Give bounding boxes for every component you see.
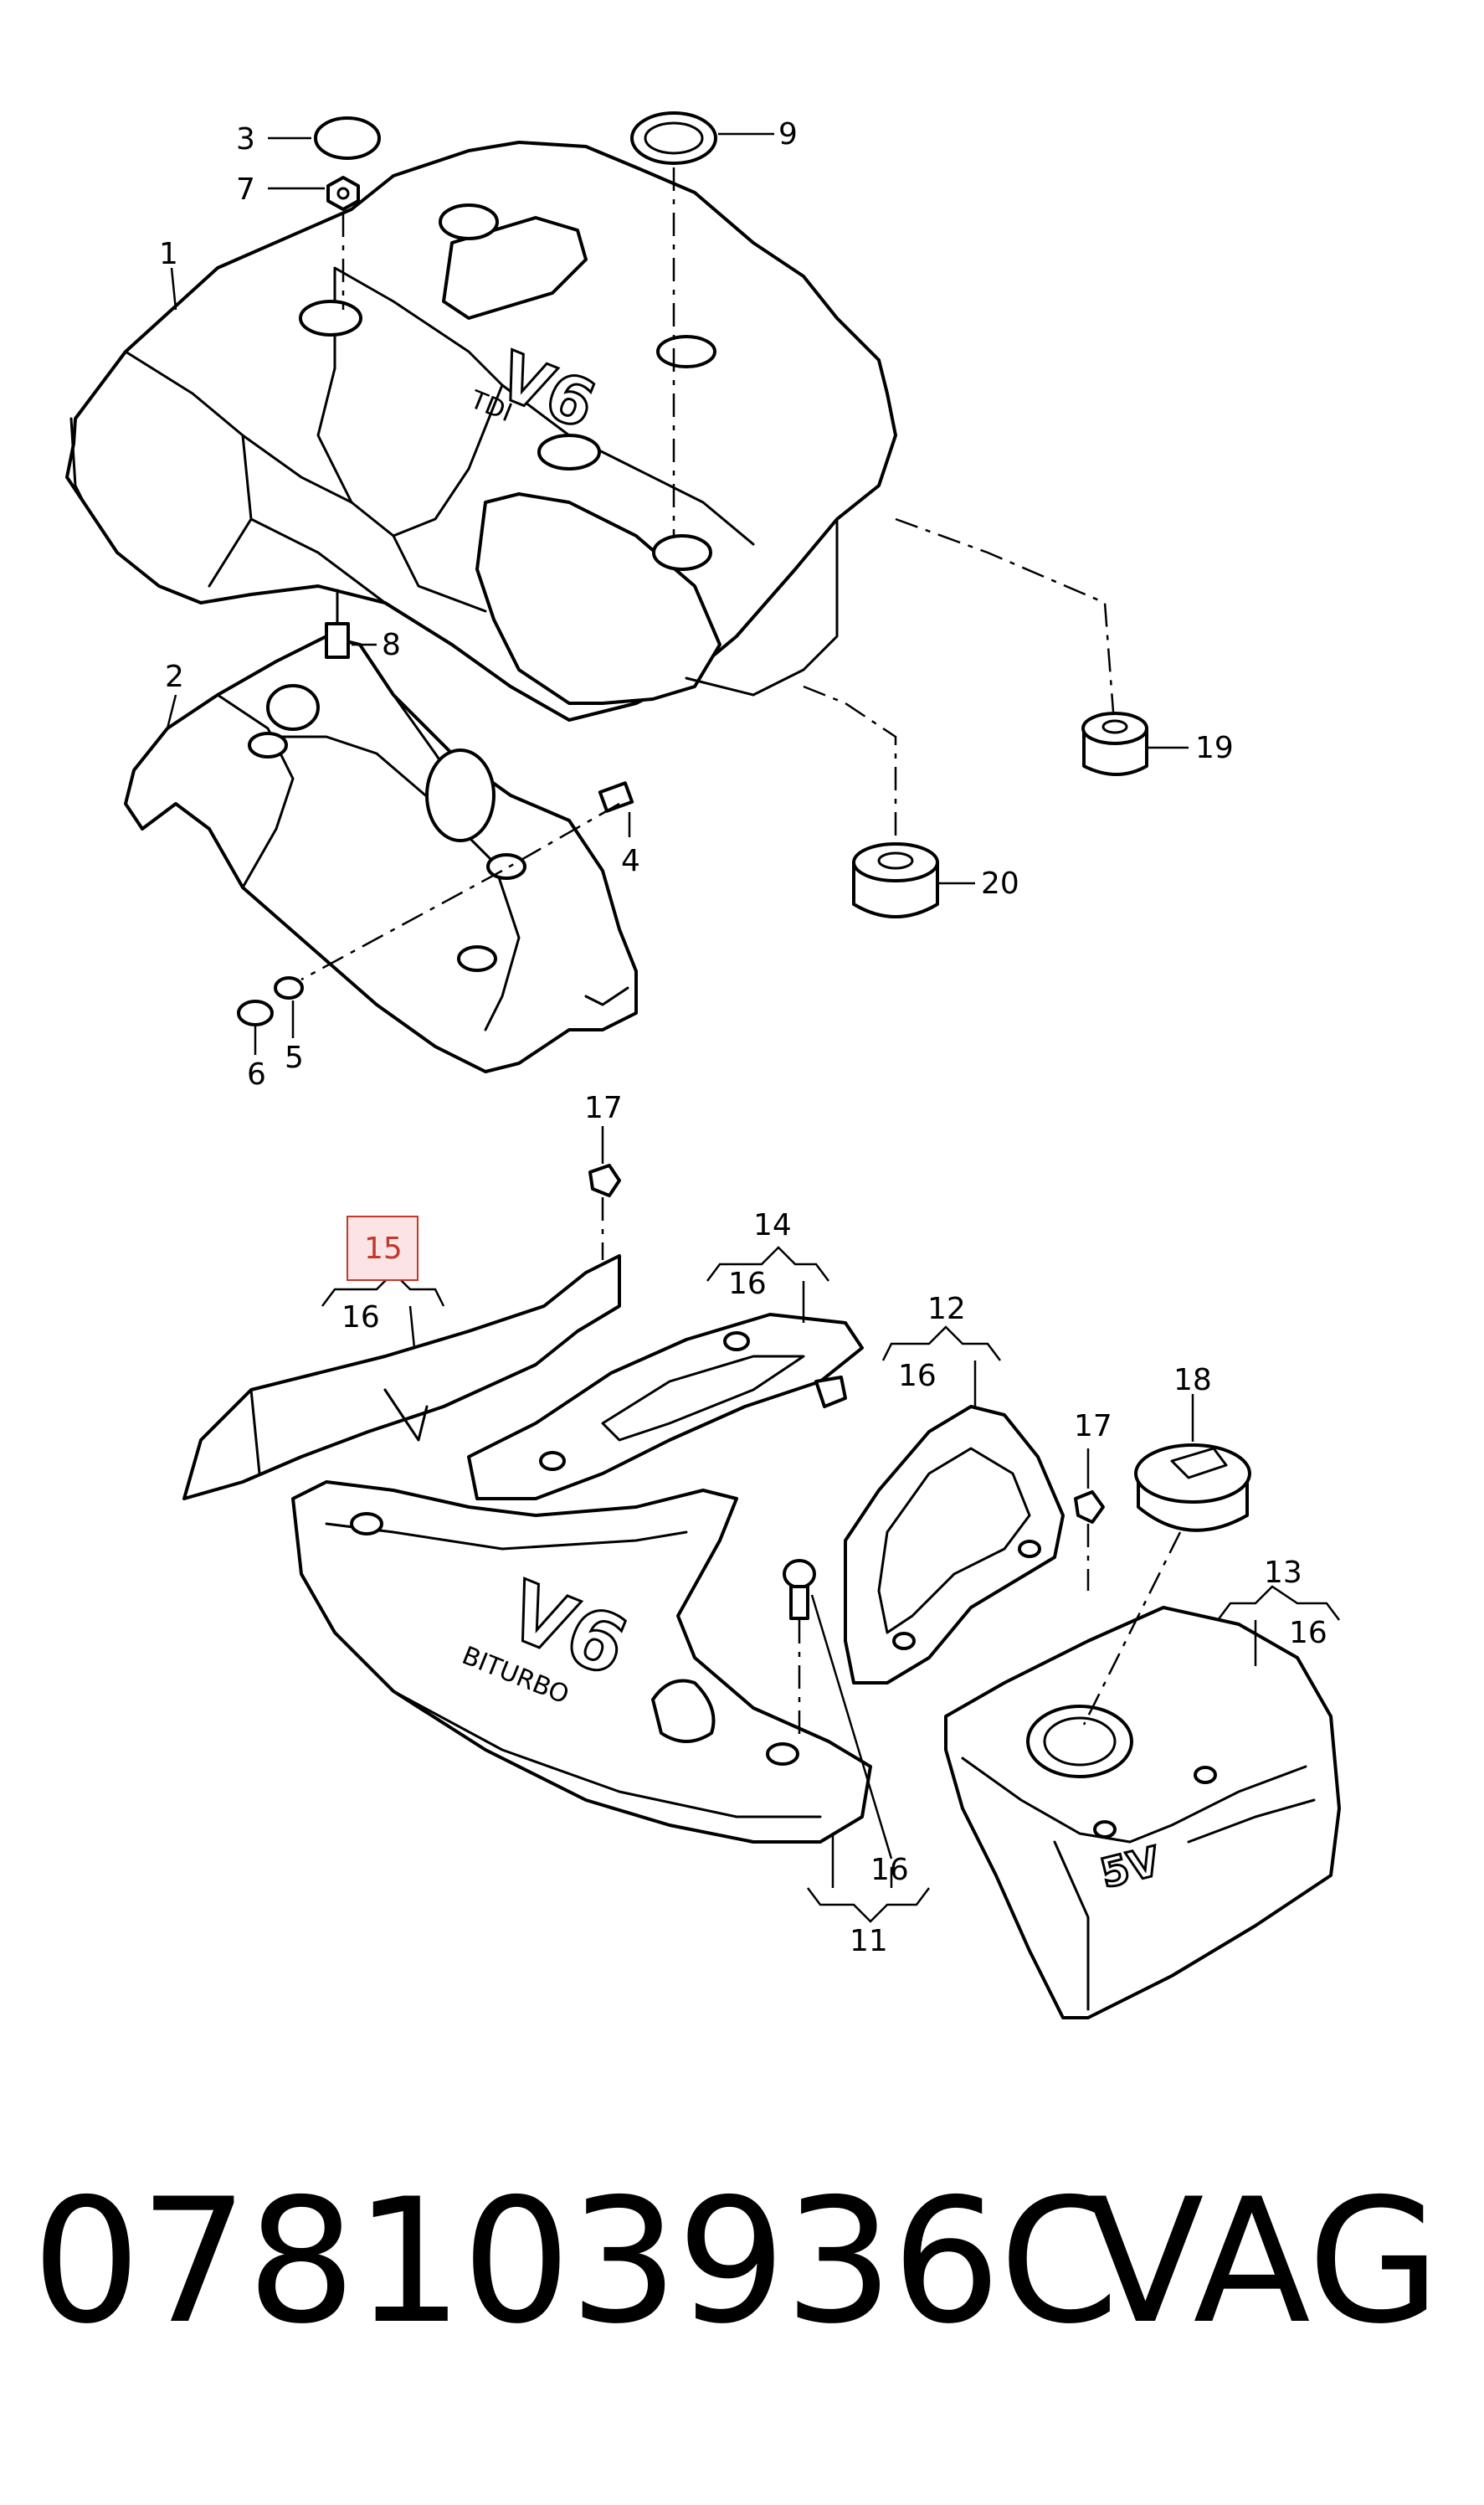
- nut-6: [237, 1000, 274, 1026]
- stud-8: [325, 589, 350, 659]
- callout-6: 6: [247, 1057, 266, 1092]
- callout-7: 7: [236, 172, 255, 207]
- pin-4: [598, 781, 634, 813]
- callout-18: 18: [1173, 1363, 1212, 1397]
- grommet-9: [630, 111, 717, 165]
- callout-16-a: 16: [341, 1300, 380, 1335]
- clip-14: [814, 1376, 847, 1408]
- callout-13: 13: [1264, 1556, 1302, 1590]
- callout-19: 19: [1195, 731, 1234, 765]
- callout-16-e: 16: [1289, 1616, 1327, 1650]
- callout-12: 12: [927, 1292, 966, 1326]
- callout-15-highlight[interactable]: [347, 1216, 418, 1281]
- callout-20: 20: [981, 867, 1019, 901]
- filler-cap-18: [1134, 1443, 1251, 1532]
- nut-7: [326, 176, 360, 211]
- callout-2: 2: [165, 660, 184, 694]
- cover-13-5v: 5V: [944, 1606, 1341, 2019]
- callout-16-b: 16: [728, 1267, 767, 1301]
- brand-name: VAG: [1086, 2163, 1440, 2362]
- rubber-mount-20: [852, 842, 939, 918]
- washer-5: [274, 976, 304, 1000]
- part-number: 078103936C: [32, 2163, 1119, 2362]
- clip-17a: [588, 1164, 621, 1197]
- callout-8: 8: [382, 628, 401, 662]
- frame-12: [844, 1405, 1065, 1685]
- screw-16: [783, 1559, 816, 1620]
- callout-11: 11: [850, 1924, 888, 1958]
- callout-17a: 17: [584, 1091, 623, 1125]
- callout-17b: 17: [1074, 1409, 1112, 1443]
- callout-4: 4: [621, 844, 640, 878]
- callout-5: 5: [285, 1041, 304, 1075]
- callout-16-d: 16: [870, 1853, 909, 1887]
- callout-15[interactable]: 15: [364, 1232, 403, 1266]
- clip-17b: [1074, 1490, 1105, 1524]
- callout-labels: 3 7 9 1 2 8 4 5 6 19 20 17 15 16 14 16 1…: [159, 117, 1327, 1958]
- cap-3: [314, 116, 381, 160]
- callout-1: 1: [159, 237, 178, 271]
- rubber-mount-19: [1081, 712, 1148, 776]
- callout-3: 3: [236, 122, 255, 157]
- side-cover-15: [182, 1254, 621, 1500]
- callout-16-c: 16: [898, 1359, 937, 1393]
- insert-14: [467, 1313, 864, 1500]
- cover-plate-2: [124, 635, 638, 1073]
- cover-11-biturbo: V6 BITURBO: [291, 1480, 872, 1844]
- callout-9: 9: [778, 117, 798, 152]
- engine-cover-top: V6 TDI: [65, 141, 897, 722]
- callout-14: 14: [753, 1208, 792, 1242]
